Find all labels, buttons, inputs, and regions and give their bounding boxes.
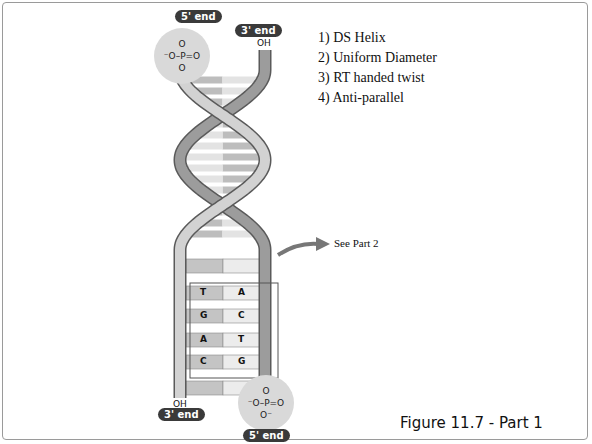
backbone-outline [180, 50, 265, 398]
node-text: 3' end [241, 25, 276, 36]
base-letter: G [238, 356, 245, 366]
callout-arrow [278, 244, 318, 255]
node-text: 5' end [181, 11, 216, 22]
feature-item: 1) DS Helix [318, 30, 386, 46]
base-block [223, 333, 260, 347]
end-label-pill: 3' end [158, 408, 205, 421]
end-label-pill: 5' end [243, 429, 290, 442]
base-letter: C [238, 310, 245, 320]
sugar-phosphate-backbone [180, 50, 265, 398]
node-text: O [262, 385, 269, 397]
phosphate-group: O⁻O–P=OO⁻ [238, 375, 294, 431]
base-letter: A [238, 287, 245, 297]
base-letter: G [200, 310, 207, 320]
feature-item: 4) Anti-parallel [318, 90, 404, 106]
base-block [186, 259, 223, 273]
image-frame [2, 2, 588, 440]
base-block [223, 259, 260, 273]
base-block [186, 309, 223, 323]
node-text: 3' end [164, 409, 199, 420]
end-label-pill: 3' end [235, 24, 282, 37]
backbone-outline [180, 52, 265, 398]
base-letter: T [200, 287, 206, 297]
callout-text: See Part 2 [334, 237, 379, 249]
node-text: O⁻ [260, 409, 272, 421]
feature-item: 2) Uniform Diameter [318, 50, 437, 66]
sugar-phosphate-backbone [180, 52, 265, 398]
base-letter: T [238, 334, 244, 344]
base-block [223, 355, 260, 369]
hydroxyl-label: OH [257, 38, 271, 48]
base-letter: A [200, 334, 207, 344]
base-letter: C [200, 356, 207, 366]
base-block [186, 381, 223, 395]
hydroxyl-label: OH [173, 399, 187, 409]
node-text: 5' end [249, 430, 284, 441]
figure-caption: Figure 11.7 - Part 1 [400, 414, 543, 432]
base-block [186, 333, 223, 347]
base-block [186, 355, 223, 369]
node-text: ⁻O–P=O [248, 397, 284, 409]
base-block [223, 309, 260, 323]
node-text: O [178, 62, 185, 74]
end-label-pill: 5' end [175, 10, 222, 23]
base-block [223, 286, 260, 300]
base-block [186, 286, 223, 300]
callout-arrowhead [316, 237, 330, 251]
highlight-box [190, 283, 278, 378]
node-text: O [178, 38, 185, 50]
feature-item: 3) RT handed twist [318, 70, 425, 86]
phosphate-group: O⁻O–P=OO [154, 28, 210, 84]
node-text: ⁻O–P=O [164, 50, 200, 62]
